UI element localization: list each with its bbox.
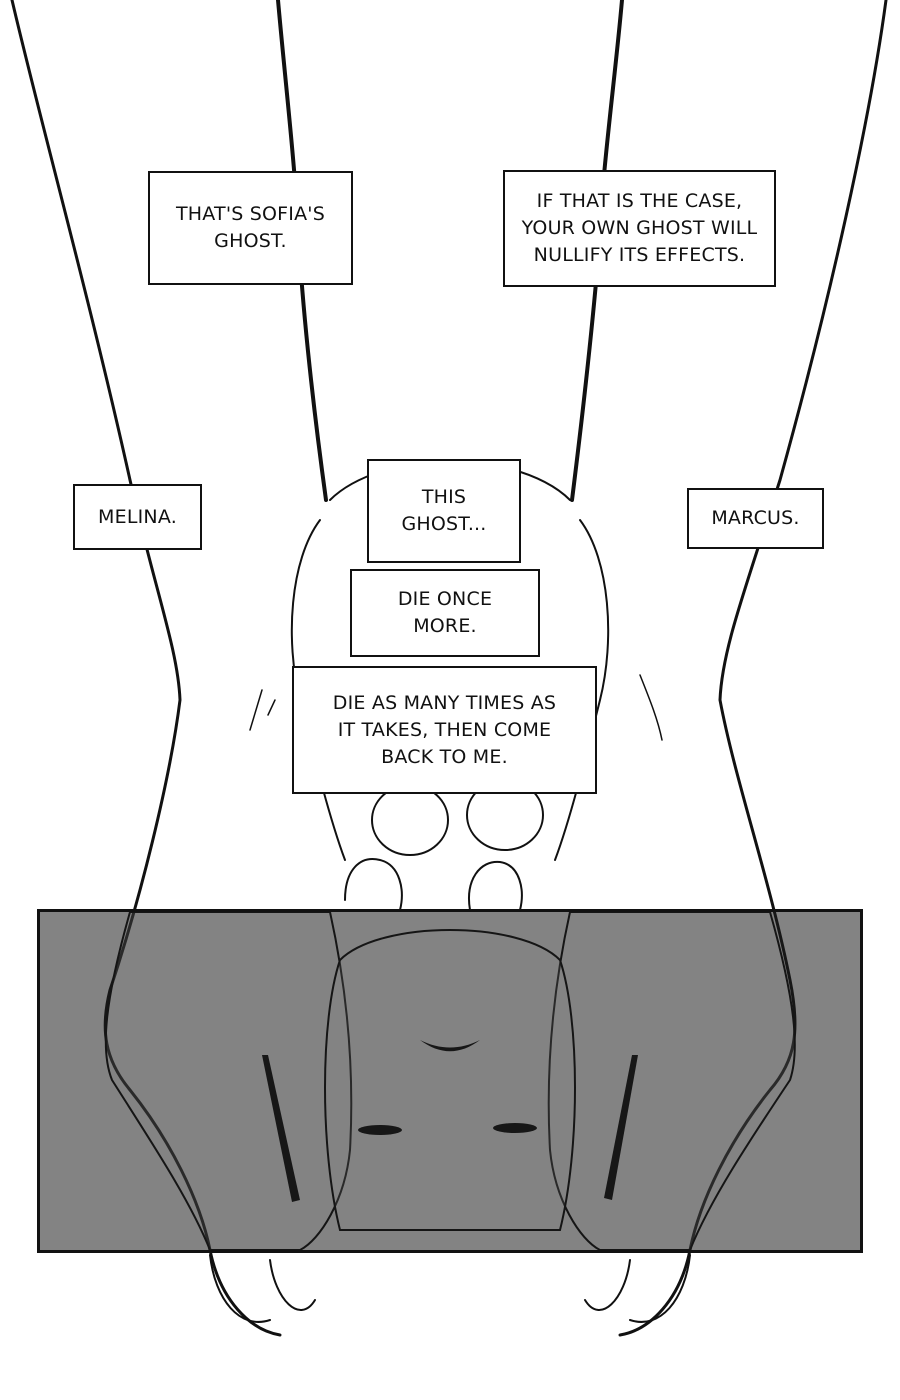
caption-line: DIE AS MANY TIMES AS xyxy=(332,691,557,714)
caption-die-many-times: DIE AS MANY TIMES AS IT TAKES, THEN COME… xyxy=(292,666,597,794)
caption-marcus: MARCUS. xyxy=(687,488,824,549)
left-thumb xyxy=(344,858,403,911)
caption-nullify: IF THAT IS THE CASE, YOUR OWN GHOST WILL… xyxy=(503,170,776,287)
caption-line: IF THAT IS THE CASE, xyxy=(536,190,743,212)
caption-line: GHOST... xyxy=(401,513,487,535)
hair-detail-left xyxy=(249,689,276,731)
left-lower-fingers xyxy=(209,1254,316,1323)
caption-die-once: DIE ONCE MORE. xyxy=(350,569,540,657)
caption-line: MARCUS. xyxy=(711,507,800,529)
right-thumb xyxy=(468,860,523,911)
caption-line: BACK TO ME. xyxy=(381,745,508,768)
caption-melina: MELINA. xyxy=(73,484,202,550)
caption-line: MORE. xyxy=(413,615,477,637)
caption-line: DIE ONCE xyxy=(397,588,493,610)
left-eye xyxy=(371,784,449,856)
caption-this-ghost: THIS GHOST... xyxy=(367,459,521,563)
caption-line: GHOST. xyxy=(214,230,287,252)
caption-line: NULLIFY ITS EFFECTS. xyxy=(533,244,746,266)
hair-detail-right xyxy=(639,674,663,741)
caption-line: MELINA. xyxy=(98,505,177,528)
shaded-hands-panel xyxy=(37,909,863,1253)
right-lower-fingers xyxy=(584,1254,691,1323)
caption-line: THAT'S SOFIA'S xyxy=(176,203,325,225)
caption-sofias-ghost: THAT'S SOFIA'S GHOST. xyxy=(148,171,353,285)
caption-line: YOUR OWN GHOST WILL xyxy=(521,217,758,239)
caption-line: THIS xyxy=(421,486,467,508)
caption-line: IT TAKES, THEN COME xyxy=(337,718,552,741)
